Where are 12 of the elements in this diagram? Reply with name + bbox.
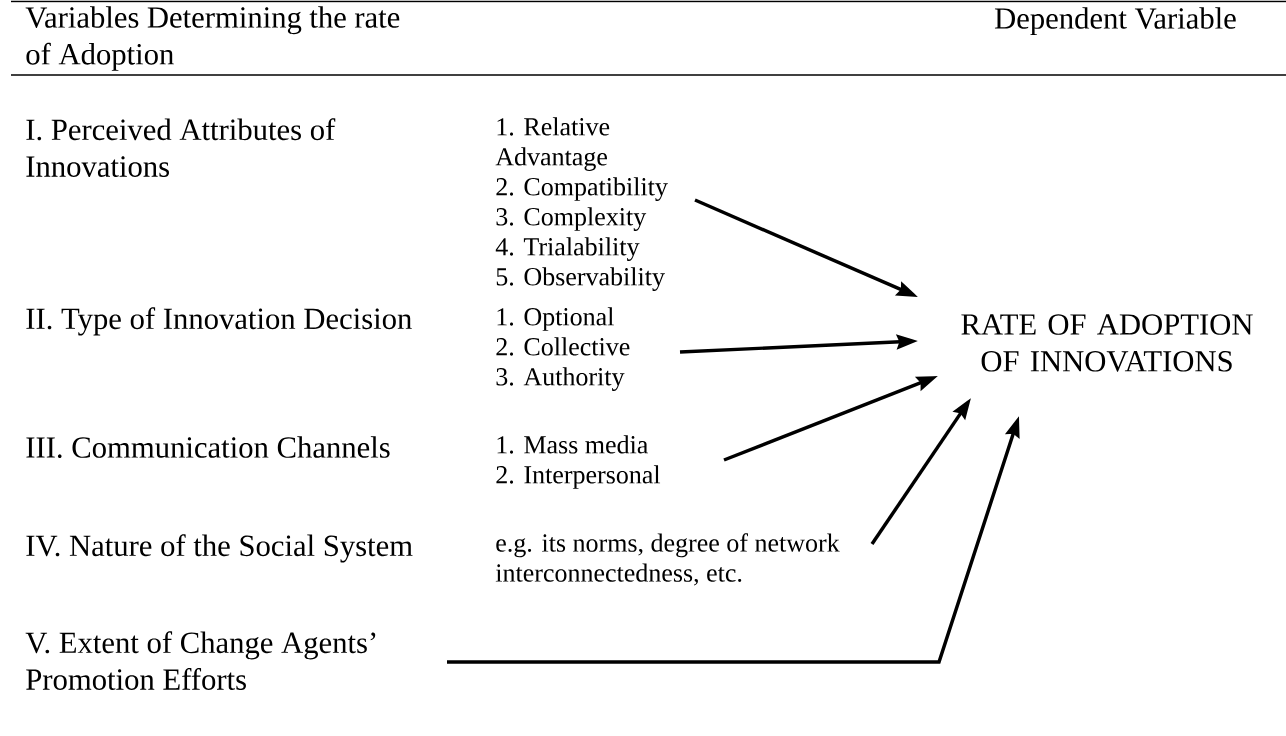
category-label: IV. Nature of the Social System: [26, 534, 413, 563]
list-text: 1. Relative Advantage 2. Compatibility 3. Complexity 4. Trialability 5. Observability: [495, 117, 668, 291]
category-label: V. Extent of Change Agents’ Promotion Efforts: [25, 631, 376, 690]
category-label: II. Type of Innovation Decision: [26, 307, 412, 336]
column-heading: Variables Determining the rate of Adoption: [25, 6, 400, 71]
category-label: III. Communication Channels: [26, 436, 390, 458]
column-heading: Dependent Variable: [994, 7, 1236, 36]
list-text: 1. Mass media 2. Interpersonal: [496, 435, 661, 489]
list-text: e.g. its norms, degree of network interconnectedness, etc.: [495, 533, 840, 586]
outcome-label: RATE OF ADOPTION OF INNOVATIONS: [961, 314, 1253, 372]
category-label: I. Perceived Attributes of Innovations: [26, 118, 336, 177]
list-text: 1. Optional 2. Collective 3. Authority: [496, 307, 630, 391]
